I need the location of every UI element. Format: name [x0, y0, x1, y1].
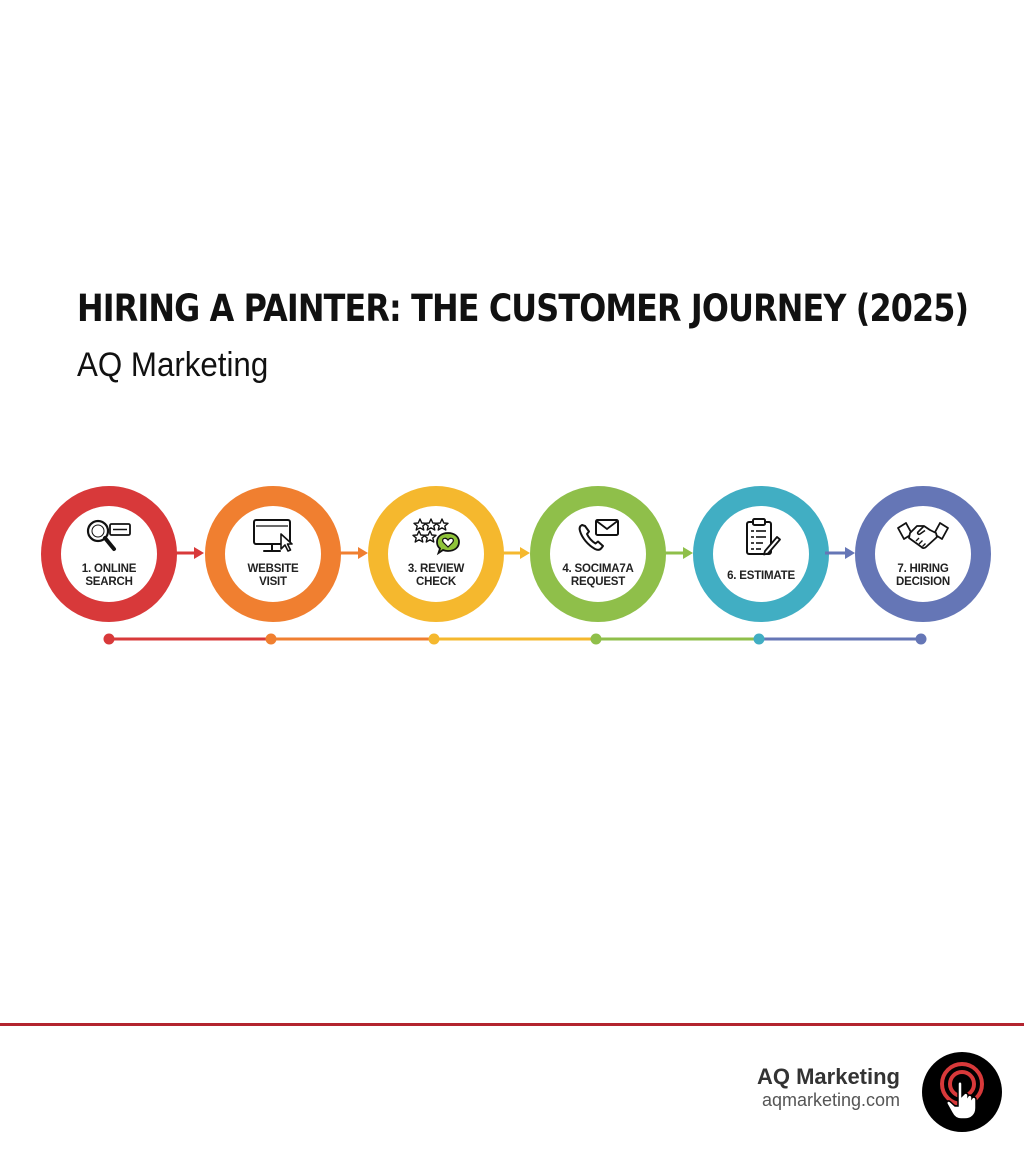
page-title: HIRING A PAINTER: THE CUSTOMER JOURNEY (… — [77, 287, 969, 330]
journey-step-estimate: 6. ESTIMATE — [693, 486, 829, 622]
footer-brand-name: AQ Marketing — [756, 1064, 900, 1089]
magnifier-search-icon — [61, 516, 157, 561]
arrow-connector — [663, 547, 693, 559]
timeline-dot — [103, 633, 115, 645]
phone-envelope-icon — [550, 516, 646, 561]
timeline-dot — [915, 633, 927, 645]
arrow-connector — [825, 547, 855, 559]
timeline-dot — [428, 633, 440, 645]
monitor-cursor-icon — [225, 516, 321, 561]
footer-brand-url[interactable]: aqmarketing.com — [761, 1090, 900, 1110]
timeline-dot — [753, 633, 765, 645]
step-label: 6. ESTIMATE — [727, 570, 795, 582]
timeline-dot — [265, 633, 277, 645]
timeline-dot — [590, 633, 602, 645]
footer-divider — [0, 1023, 1024, 1026]
handshake-icon — [875, 516, 971, 561]
clipboard-pencil-icon — [713, 516, 809, 563]
arrow-connector — [338, 547, 368, 559]
brand-logo — [922, 1052, 1002, 1132]
arrow-connector — [500, 547, 530, 559]
progress-timeline — [103, 633, 927, 645]
page-subtitle: AQ Marketing — [77, 346, 269, 384]
arrow-connector — [174, 547, 204, 559]
stars-chat-heart-icon — [388, 516, 484, 563]
tap-hand-icon — [940, 1062, 984, 1120]
